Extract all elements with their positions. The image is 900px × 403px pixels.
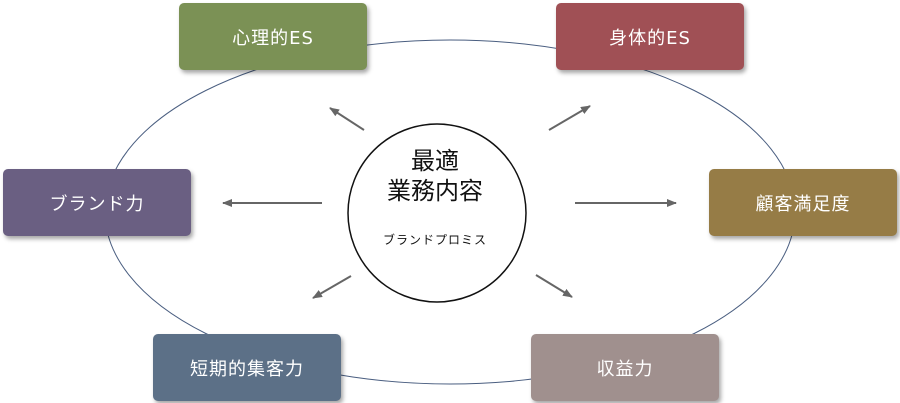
node-brand-power-label: ブランド力 — [49, 193, 145, 215]
arrow-to-physical-es — [548, 105, 591, 131]
center-title-line1: 最適 — [411, 147, 459, 175]
node-psychological-es-label: 心理的ES — [232, 27, 314, 49]
node-physical-es: 身体的ES — [556, 3, 744, 70]
node-profitability: 収益力 — [531, 334, 719, 401]
node-profitability-label: 収益力 — [596, 358, 654, 380]
node-short-term-collection: 短期的集客力 — [153, 334, 341, 401]
node-customer-satisfaction: 顧客満足度 — [709, 169, 897, 236]
node-customer-satisfaction-label: 顧客満足度 — [755, 193, 851, 215]
node-brand-power: ブランド力 — [3, 169, 191, 236]
center-title-line2: 業務内容 — [387, 177, 483, 205]
arrow-to-profitability — [535, 274, 573, 298]
center-subtitle: ブランドプロミス — [382, 233, 487, 247]
center-circle — [347, 123, 527, 303]
center-title: 最適 業務内容 — [350, 146, 520, 206]
node-short-term-collection-label: 短期的集客力 — [190, 358, 304, 380]
node-physical-es-label: 身体的ES — [609, 27, 691, 49]
arrow-to-psychological-es — [329, 107, 365, 131]
node-psychological-es: 心理的ES — [179, 3, 367, 70]
arrow-to-short-term-collection — [312, 275, 352, 299]
